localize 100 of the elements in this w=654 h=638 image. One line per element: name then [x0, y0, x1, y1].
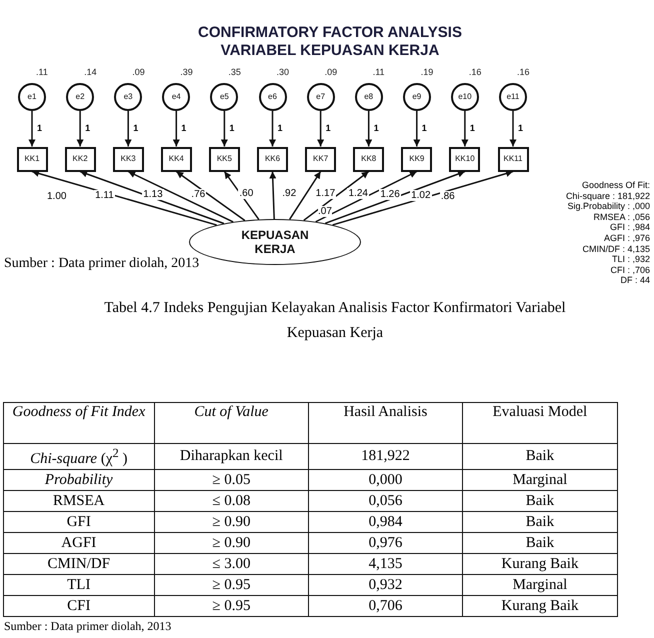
- variance-value: .16: [517, 67, 530, 77]
- edge-label: 1: [276, 122, 284, 134]
- edge-label: 1: [228, 122, 236, 134]
- node-label: e3: [124, 91, 133, 103]
- variance-value: .14: [84, 67, 97, 77]
- arrow: [76, 111, 84, 146]
- fit-statistic: CFI : ,706: [610, 264, 650, 275]
- edge-label: 1: [372, 122, 380, 134]
- fit-statistic: Chi-square : 181,922: [566, 190, 650, 201]
- fit-statistic: DF : 44: [620, 275, 650, 286]
- table-cell: Baik: [462, 444, 618, 470]
- node-label: KEPUASAN KERJA: [240, 228, 310, 256]
- fit-statistic: Goodness Of Fit:: [582, 180, 650, 190]
- table-cell: Probability: [4, 470, 154, 490]
- fit-statistic: CMIN/DF : 4,135: [582, 244, 650, 254]
- arrow: [269, 171, 276, 220]
- arrow: [510, 111, 516, 146]
- variance-value: .35: [228, 67, 241, 77]
- edge-label: 1: [132, 122, 140, 134]
- variance-value: .11: [36, 67, 48, 77]
- arrow: [289, 171, 322, 220]
- node-label: KK5: [216, 153, 232, 165]
- coefficient-value: .07: [318, 206, 332, 217]
- edge-label: 1: [517, 122, 524, 134]
- table-header-cell: Evaluasi Model: [462, 402, 618, 444]
- table-header-cell: Goodness of Fit Index: [4, 402, 154, 444]
- edge-label: 1.02: [410, 190, 432, 201]
- variance-value: .09: [132, 67, 145, 77]
- table-cell: 181,922: [308, 444, 462, 470]
- node-label: e6: [268, 91, 277, 103]
- error-circle: [162, 83, 190, 111]
- variance-value: .19: [420, 67, 434, 77]
- variance-value: .30: [276, 67, 290, 77]
- arrow: [176, 170, 246, 222]
- arrow: [413, 111, 420, 146]
- table-cell: 0,706: [308, 596, 462, 616]
- source-note: Sumber : Data primer diolah, 2013: [4, 256, 200, 272]
- arrow: [224, 171, 260, 220]
- table-cell: Kurang Baik: [462, 596, 618, 616]
- indicator-box: [257, 146, 288, 172]
- error-circle: [258, 83, 286, 111]
- source-note: Sumber : Data primer diolah, 2013: [4, 619, 172, 634]
- edge-label: 1.11: [94, 190, 115, 201]
- table-caption: Tabel 4.7 Indeks Pengujian Kelayakan Analisis Factor Konfirmatori Variabel Kepuasan Kerja: [103, 299, 567, 343]
- fit-statistic: RMSEA : ,056: [593, 212, 650, 222]
- edge-label: .92: [281, 188, 298, 199]
- arrow: [315, 170, 418, 222]
- table-cell: 0,932: [308, 574, 462, 596]
- arrow: [28, 111, 36, 146]
- edge-label: 1: [420, 122, 428, 134]
- table-cell: ≤ 0.08: [154, 490, 309, 512]
- indicator-box: [160, 146, 192, 172]
- variance-value: .11: [372, 67, 385, 77]
- edge-label: .60: [238, 188, 254, 200]
- table-cell: Baik: [462, 490, 618, 512]
- table-cell: AGFI: [4, 532, 154, 554]
- arrow: [461, 111, 468, 146]
- indicator-box: [401, 146, 432, 172]
- arrow: [332, 170, 514, 226]
- arrow: [365, 111, 372, 146]
- table-cell: CFI: [4, 596, 154, 616]
- error-circle: [210, 83, 238, 111]
- fit-statistic: Sig.Probability : ,000: [567, 201, 650, 212]
- indicator-box: [112, 146, 144, 172]
- table-cell: Baik: [462, 532, 618, 554]
- arrow: [325, 170, 466, 224]
- indicator-box: [498, 146, 528, 172]
- indicator-box: [305, 146, 336, 172]
- edge-label: 1.17: [314, 188, 336, 200]
- variance-value: .16: [468, 67, 482, 77]
- arrow: [124, 111, 132, 146]
- table-cell: 0,000: [308, 470, 462, 490]
- table-cell: ≥ 0.95: [154, 596, 309, 616]
- table-cell: Kurang Baik: [462, 554, 618, 574]
- fit-statistic: TLI : ,932: [612, 254, 650, 264]
- indicator-box: [64, 146, 96, 172]
- edge-label: .76: [190, 188, 206, 200]
- table-cell: ≥ 0.90: [154, 532, 309, 554]
- node-label: e8: [364, 91, 374, 103]
- error-circle: [402, 83, 431, 111]
- node-label: KK2: [72, 153, 88, 165]
- node-label: KK1: [24, 153, 40, 165]
- table-cell: Diharapkan kecil: [154, 444, 309, 470]
- table-cell: TLI: [4, 574, 154, 596]
- node-label: KK10: [455, 153, 475, 165]
- node-label: e4: [172, 91, 181, 103]
- table-cell: Marginal: [462, 470, 618, 490]
- edge-label: 1.26: [379, 189, 401, 200]
- table-cell: Baik: [462, 512, 618, 532]
- table-cell: ≥ 0.05: [154, 470, 309, 490]
- node-label: KK7: [313, 153, 328, 165]
- node-label: KK9: [409, 153, 424, 165]
- table-cell: ≤ 3.00: [154, 554, 309, 574]
- variance-value: .39: [180, 67, 193, 77]
- table-header-cell: Hasil Analisis: [308, 402, 462, 444]
- error-circle: [450, 83, 479, 111]
- table-cell: 0,976: [308, 532, 462, 554]
- error-circle: [499, 83, 527, 111]
- indicator-box: [449, 146, 480, 172]
- arrow: [220, 111, 228, 146]
